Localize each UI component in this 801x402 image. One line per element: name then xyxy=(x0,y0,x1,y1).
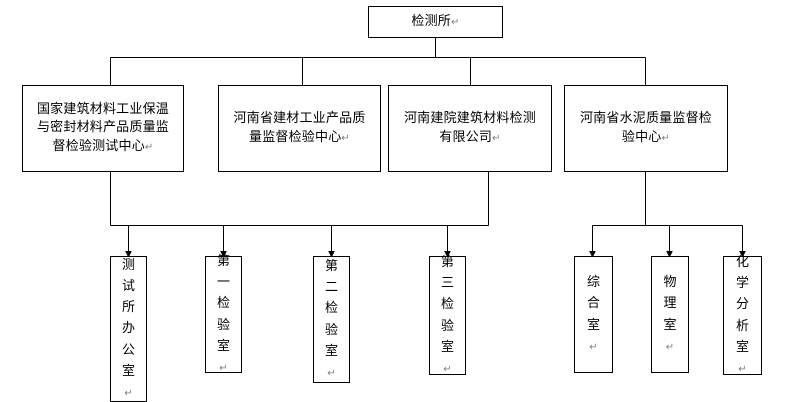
node-l2-4-label: 河南省水泥质量监督检验中心↵ xyxy=(579,111,712,145)
node-l2-3-label: 河南建院建筑材料检测有限公司↵ xyxy=(403,111,536,145)
node-l3-5-label: 综合室↵ xyxy=(587,275,601,353)
node-l3-1[interactable]: 测试所办公室↵ xyxy=(110,256,147,402)
node-root[interactable]: 检测所↵ xyxy=(368,6,503,38)
node-l3-3[interactable]: 第二检验室↵ xyxy=(313,256,350,383)
node-l2-2[interactable]: 河南省建材工业产品质量监督检验中心↵ xyxy=(218,85,381,172)
node-l3-7-label: 化学分析室↵ xyxy=(736,255,750,375)
node-l3-4[interactable]: 第三检验室↵ xyxy=(429,255,466,375)
node-l3-6-label: 物理室↵ xyxy=(663,275,677,353)
node-l3-4-label: 第三检验室↵ xyxy=(441,255,455,375)
node-l2-3[interactable]: 河南建院建筑材料检测有限公司↵ xyxy=(388,85,552,172)
node-l2-1[interactable]: 国家建筑材料工业保温与密封材料产品质量监督检验测试中心↵ xyxy=(22,85,184,172)
node-root-label: 检测所↵ xyxy=(411,13,460,29)
node-l3-2-label: 第一检验室↵ xyxy=(217,254,231,374)
node-l3-5[interactable]: 综合室↵ xyxy=(574,256,613,373)
node-l2-4[interactable]: 河南省水泥质量监督检验中心↵ xyxy=(564,85,728,172)
node-l3-2[interactable]: 第一检验室↵ xyxy=(205,254,242,374)
node-l3-3-label: 第二检验室↵ xyxy=(325,259,339,379)
node-l3-7[interactable]: 化学分析室↵ xyxy=(723,255,762,375)
node-l2-1-label: 国家建筑材料工业保温与密封材料产品质量监督检验测试中心↵ xyxy=(36,101,169,154)
node-l3-6[interactable]: 物理室↵ xyxy=(651,256,689,373)
node-l2-2-label: 河南省建材工业产品质量监督检验中心↵ xyxy=(233,111,366,145)
node-l3-1-label: 测试所办公室↵ xyxy=(122,258,136,399)
